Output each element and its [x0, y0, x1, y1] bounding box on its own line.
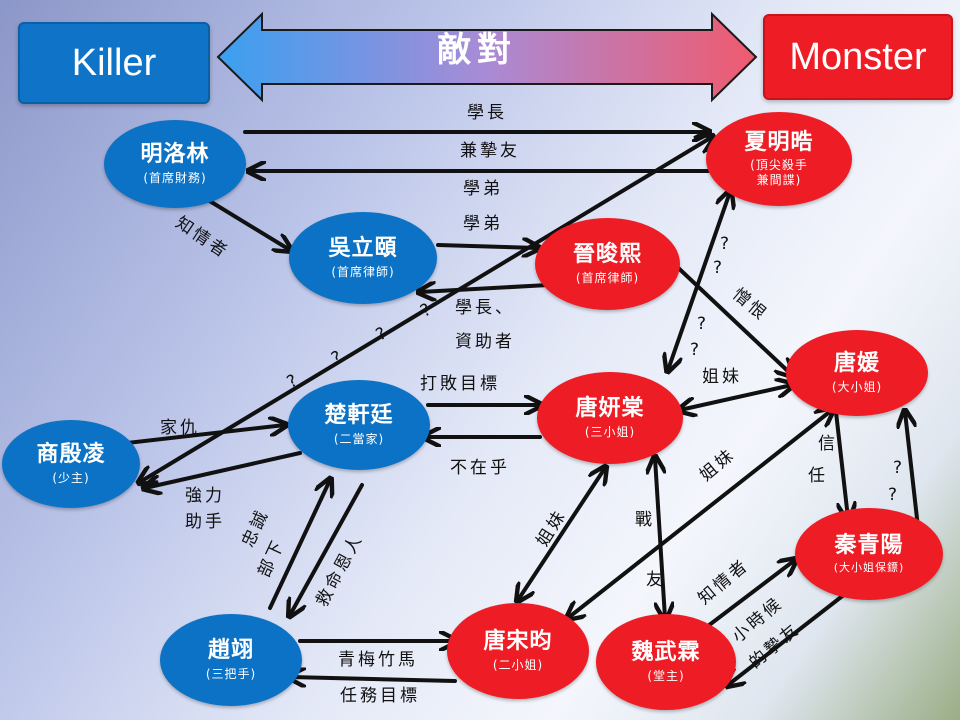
node-role: (堂主)	[647, 668, 685, 683]
hostility-label: 敵對	[437, 30, 517, 70]
node-name: 唐媛	[833, 351, 880, 377]
hostility-arrow	[216, 11, 758, 103]
killer-banner: Killer	[18, 22, 210, 104]
edge-shang-xia	[140, 137, 712, 482]
label-dont-care: 不在乎	[450, 458, 510, 478]
node-name: 唐宋昀	[483, 629, 553, 655]
node-name: 夏明晧	[744, 130, 814, 156]
node-xia[interactable]: 夏明晧 (頂尖殺手 兼間諜)	[706, 112, 852, 206]
edge-tang2-tang3	[518, 468, 605, 600]
label-qm-xia-1: ?	[720, 234, 733, 254]
node-role: (二小姐)	[492, 657, 544, 672]
node-role: (三把手)	[205, 666, 257, 681]
edge-tang2-zhao	[290, 677, 457, 681]
monster-banner: Monster	[763, 14, 953, 100]
label-qm-xia-2: ?	[713, 258, 726, 278]
edge-xia-tang3	[668, 192, 730, 370]
edge-qin-wei	[728, 592, 847, 685]
edge-tang1-qin	[834, 410, 848, 518]
node-role: (首席律師)	[331, 264, 395, 279]
label-junior1: 學弟	[463, 179, 503, 199]
label-qm-qin-2: ?	[888, 485, 901, 505]
monster-title: Monster	[789, 35, 927, 78]
node-chu[interactable]: 楚軒廷 (二當家)	[288, 380, 430, 470]
node-ming[interactable]: 明洛林 (首席財務)	[104, 120, 246, 208]
label-childhood: 青梅竹馬	[338, 650, 418, 670]
label-sisters1: 姐妹	[702, 367, 742, 387]
node-role-line1: (頂尖殺手	[750, 158, 808, 173]
edge-zhao-chu	[268, 480, 330, 610]
node-role: (大小姐)	[831, 379, 883, 394]
label-mission: 任務目標	[340, 686, 420, 706]
edge-chu-shang	[145, 451, 302, 488]
label-war1: 戰	[635, 510, 655, 530]
node-tang2[interactable]: 唐宋昀 (二小姐)	[447, 603, 589, 699]
edge-tang3-wei	[655, 458, 665, 618]
label-concurrent-friend: 兼摯友	[460, 141, 520, 161]
node-wu[interactable]: 吳立頤 (首席律師)	[289, 212, 437, 304]
label-qm-tang3-2: ?	[690, 340, 703, 360]
label-qm-qin-1: ?	[893, 458, 906, 478]
node-name: 吳立頤	[328, 236, 398, 262]
edge-shang-chu	[116, 425, 285, 446]
node-wei[interactable]: 魏武霖 (堂主)	[596, 614, 736, 710]
node-name: 唐妍棠	[575, 396, 645, 422]
node-name: 楚軒廷	[324, 403, 394, 429]
node-role: (首席財務)	[143, 170, 207, 185]
label-junior2: 學弟	[463, 214, 503, 234]
node-jin[interactable]: 晉晙熙 (首席律師)	[535, 218, 680, 310]
node-name: 秦青陽	[834, 533, 904, 559]
node-name: 商殷凌	[36, 442, 106, 468]
node-role: (三小姐)	[584, 424, 636, 439]
node-tang3[interactable]: 唐妍棠 (三小姐)	[537, 372, 683, 464]
node-role: (二當家)	[333, 431, 385, 446]
edge-tang2-tang1	[568, 410, 832, 618]
killer-title: Killer	[71, 41, 157, 84]
label-trust1: 信	[818, 434, 838, 454]
label-strong-helper2: 助手	[185, 512, 225, 532]
node-name: 明洛林	[140, 142, 210, 168]
edge-tang3-tang1	[680, 385, 792, 410]
node-shang[interactable]: 商殷凌 (少主)	[2, 420, 140, 508]
node-tang1[interactable]: 唐媛 (大小姐)	[786, 330, 928, 416]
label-qm-tang3-1: ?	[697, 314, 710, 334]
label-senior-sponsor1: 學長、	[455, 298, 515, 318]
node-zhao[interactable]: 趙翊 (三把手)	[160, 614, 302, 706]
node-role: (少主)	[52, 470, 90, 485]
label-war2: 友	[646, 570, 666, 590]
edge-wu-jin	[436, 245, 538, 248]
edge-wei-qin	[698, 560, 795, 634]
label-senior-sponsor2: 資助者	[455, 332, 515, 352]
label-trust2: 任	[808, 466, 828, 486]
node-role: (首席律師)	[575, 270, 640, 285]
node-qin[interactable]: 秦青陽 (大小姐保鏢)	[795, 508, 943, 600]
node-role-line2: 兼間諜)	[756, 173, 802, 188]
node-name: 魏武霖	[631, 640, 701, 666]
label-family-enemy: 家仇	[160, 418, 200, 438]
label-senior: 學長	[467, 103, 507, 123]
node-role: (大小姐保鏢)	[833, 561, 905, 575]
edge-jin-tang1	[670, 260, 792, 375]
label-strong-helper1: 強力	[185, 486, 225, 506]
node-name: 趙翊	[207, 638, 254, 664]
label-defeat: 打敗目標	[420, 374, 500, 394]
node-name: 晉晙熙	[572, 242, 642, 268]
edge-chu-zhao	[290, 483, 364, 615]
